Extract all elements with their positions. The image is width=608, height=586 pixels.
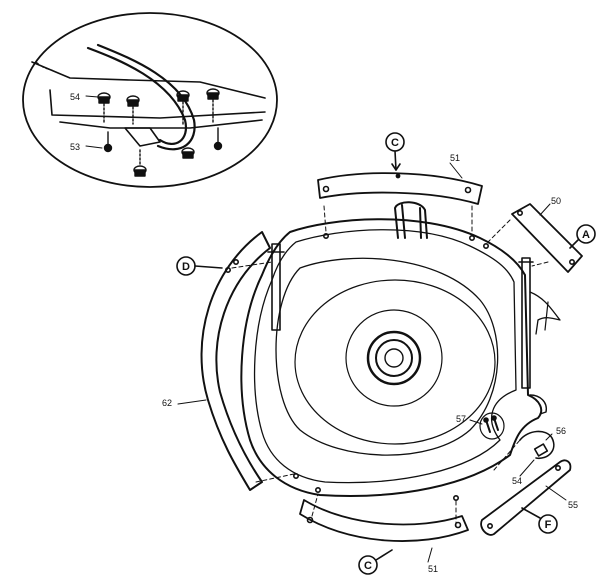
inset-nuts	[97, 88, 220, 177]
label-62: 62	[162, 398, 172, 408]
part-62-side-baffle	[200, 231, 271, 491]
assembly-lines	[231, 205, 549, 527]
part-55-bracket	[480, 459, 572, 536]
label-57: 57	[456, 414, 466, 424]
label-54-right: 54	[512, 476, 522, 486]
inset-bolts	[103, 99, 223, 167]
deck-housing	[240, 201, 561, 501]
inset-detail	[22, 12, 278, 188]
label-55: 55	[568, 500, 578, 510]
inset-ellipse	[22, 12, 278, 188]
baffle-51-bottom	[299, 499, 469, 542]
baffle-51-top	[317, 172, 483, 205]
callout-f: F	[545, 519, 552, 531]
label-54-inset: 54	[70, 92, 80, 102]
callout-a: A	[582, 229, 590, 241]
label-51-top: 51	[450, 153, 460, 163]
label-50: 50	[551, 196, 561, 206]
callout-d: D	[182, 261, 190, 273]
callout-c-bottom: C	[364, 560, 372, 572]
callout-c-top: C	[391, 137, 399, 149]
labels: C A D F C 51 50 62 57 56 54 55 51 54 53	[70, 92, 590, 574]
part-50-bracket	[511, 203, 583, 273]
part-56-spring	[519, 430, 555, 460]
callout-circles	[176, 132, 596, 575]
leader-lines	[177, 162, 567, 563]
label-53-inset: 53	[70, 142, 80, 152]
label-51-bottom: 51	[428, 564, 438, 574]
part-57-bolts	[479, 412, 505, 440]
label-56: 56	[556, 426, 566, 436]
